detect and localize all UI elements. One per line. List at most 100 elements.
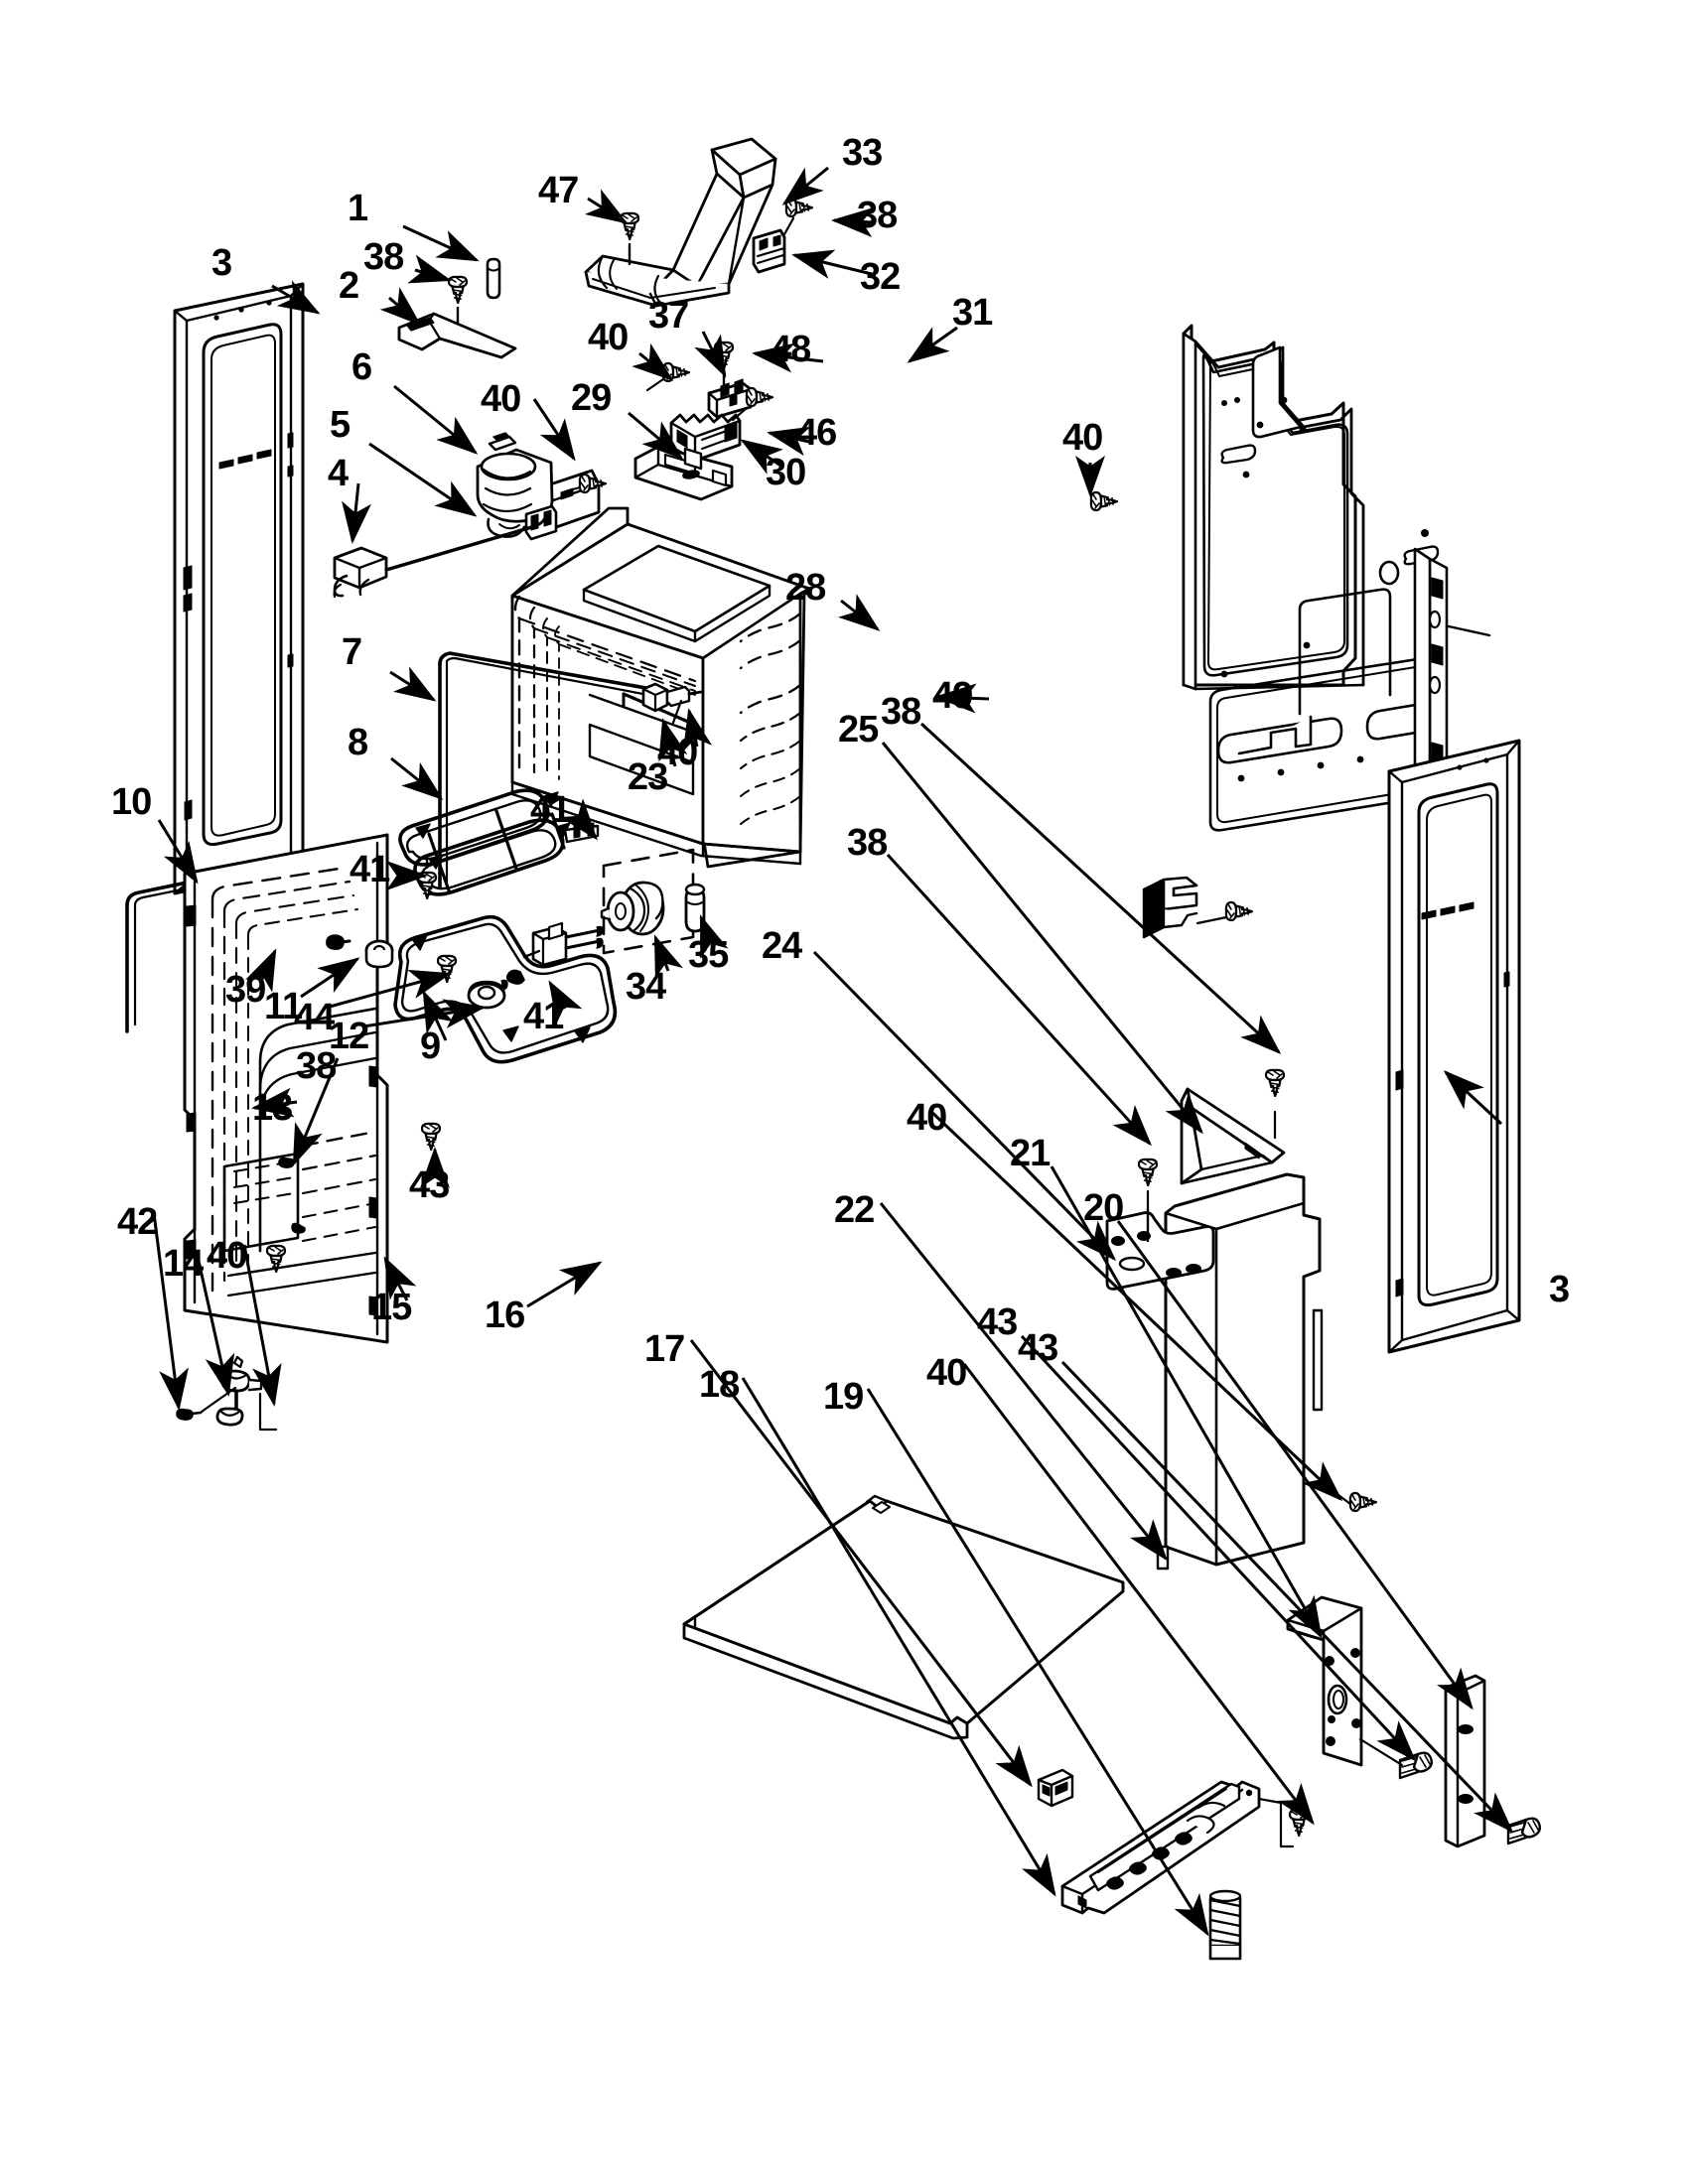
callout-44: 44: [294, 997, 335, 1038]
screw-38-a: [447, 275, 469, 305]
part-door-gasket-left: [173, 282, 305, 895]
callout-3: 3: [211, 242, 232, 284]
callout-42: 42: [117, 1201, 158, 1243]
callout-4: 4: [328, 453, 349, 494]
part-wire-clip: [333, 546, 388, 599]
callout-20: 20: [1083, 1187, 1124, 1229]
part-anti-tip-bracket: [1286, 1595, 1363, 1767]
callout-34: 34: [626, 966, 666, 1008]
part-door-strike: [397, 312, 517, 359]
callout-14: 14: [163, 1243, 204, 1285]
callout-2: 2: [339, 265, 359, 307]
part-anti-tip-strap: [1444, 1674, 1486, 1848]
screw-42: [176, 1408, 203, 1421]
callout-6: 6: [351, 346, 372, 388]
callout-41-b: 41: [350, 849, 390, 890]
callout-38-a: 38: [363, 236, 404, 278]
callout-43-c: 43: [1018, 1327, 1058, 1369]
part-door-latch-motor: [476, 432, 601, 541]
screw-40-bracket: [661, 361, 691, 383]
screw-43-strap: [1506, 1817, 1542, 1845]
screw-46: [745, 386, 774, 408]
callout-10: 10: [111, 781, 152, 823]
callout-46: 46: [796, 412, 837, 454]
screw-40-side: [1348, 1491, 1378, 1513]
screw-49: [1224, 900, 1254, 922]
part-terminal-cover-clip: [1142, 876, 1198, 939]
callout-37: 37: [648, 295, 689, 337]
callout-24: 24: [762, 925, 802, 967]
callout-8: 8: [348, 722, 368, 763]
callout-15: 15: [371, 1287, 412, 1328]
screw-47: [619, 211, 640, 241]
callout-18: 18: [699, 1364, 740, 1406]
callout-22: 22: [834, 1189, 875, 1231]
callout-25: 25: [838, 709, 879, 751]
callout-31: 31: [952, 292, 993, 334]
screw-38-panel: [278, 1157, 295, 1168]
screw-43-left: [420, 1122, 442, 1152]
callout-3-right: 3: [1549, 1269, 1570, 1310]
callout-41-c: 41: [523, 996, 564, 1037]
part-oven-light-lens: [684, 883, 706, 933]
callout-41-a: 41: [530, 789, 571, 831]
callout-32: 32: [860, 256, 901, 298]
callout-1: 1: [348, 188, 368, 229]
part-ground-clip: [707, 378, 753, 419]
callout-40-f: 40: [907, 1097, 947, 1139]
callout-43-b: 43: [977, 1301, 1018, 1343]
part-door-pin: [486, 257, 501, 300]
callout-13: 13: [252, 1087, 293, 1129]
callout-21: 21: [1010, 1133, 1051, 1174]
callout-23: 23: [628, 756, 668, 798]
callout-40-c: 40: [1062, 417, 1103, 459]
callout-11: 11: [264, 986, 303, 1027]
screw-38-gusset-a: [1264, 1068, 1286, 1098]
callout-40-b: 40: [588, 317, 629, 358]
callout-38-c: 38: [881, 691, 921, 733]
part-oven-light-socket: [600, 881, 665, 936]
callout-47: 47: [538, 170, 579, 211]
part-grommet-11: [364, 939, 394, 969]
part-stud-39: [326, 934, 351, 950]
part-bottom-panel: [682, 1494, 1125, 1740]
screw-40-rear: [1089, 490, 1119, 512]
part-door-hinge: [584, 137, 777, 308]
callout-38-d: 38: [847, 822, 888, 864]
callout-38-e: 38: [296, 1045, 337, 1087]
part-corner-gusset: [1180, 1087, 1286, 1185]
screw-43-bracket: [1398, 1751, 1434, 1780]
part-rear-panel: [1182, 324, 1449, 884]
callout-28: 28: [785, 567, 826, 609]
part-terminal-bracket: [633, 445, 734, 501]
part-insulation-wrap: [125, 864, 272, 1033]
part-drawer-clip: [1037, 1768, 1074, 1808]
part-drawer-spring: [1208, 1889, 1242, 1961]
callout-40-d: 40: [657, 732, 698, 773]
callout-7: 7: [342, 631, 362, 673]
part-cord-clamp: [752, 228, 786, 274]
leader-lines: [152, 166, 1514, 1937]
part-mounting-plate: [1105, 1207, 1215, 1291]
callout-16: 16: [485, 1295, 525, 1336]
callout-30: 30: [766, 452, 806, 493]
callout-5: 5: [330, 404, 351, 446]
callout-29: 29: [571, 377, 612, 419]
part-drawer-rail: [1060, 1780, 1261, 1915]
callout-43-a: 43: [409, 1164, 450, 1206]
screw-48: [713, 341, 735, 370]
callout-12: 12: [329, 1016, 369, 1057]
part-door-gasket-right: [1387, 739, 1521, 1354]
screw-38-b: [784, 197, 814, 218]
part-bushing-12: [467, 980, 506, 1010]
callout-9: 9: [420, 1025, 441, 1067]
callout-19: 19: [823, 1376, 864, 1418]
callout-38-b: 38: [857, 195, 898, 236]
part-retainer-44: [436, 954, 458, 984]
callout-35: 35: [688, 934, 729, 976]
callout-17: 17: [644, 1328, 685, 1370]
callout-40-g: 40: [926, 1352, 967, 1394]
callout-40-e: 40: [207, 1235, 247, 1277]
